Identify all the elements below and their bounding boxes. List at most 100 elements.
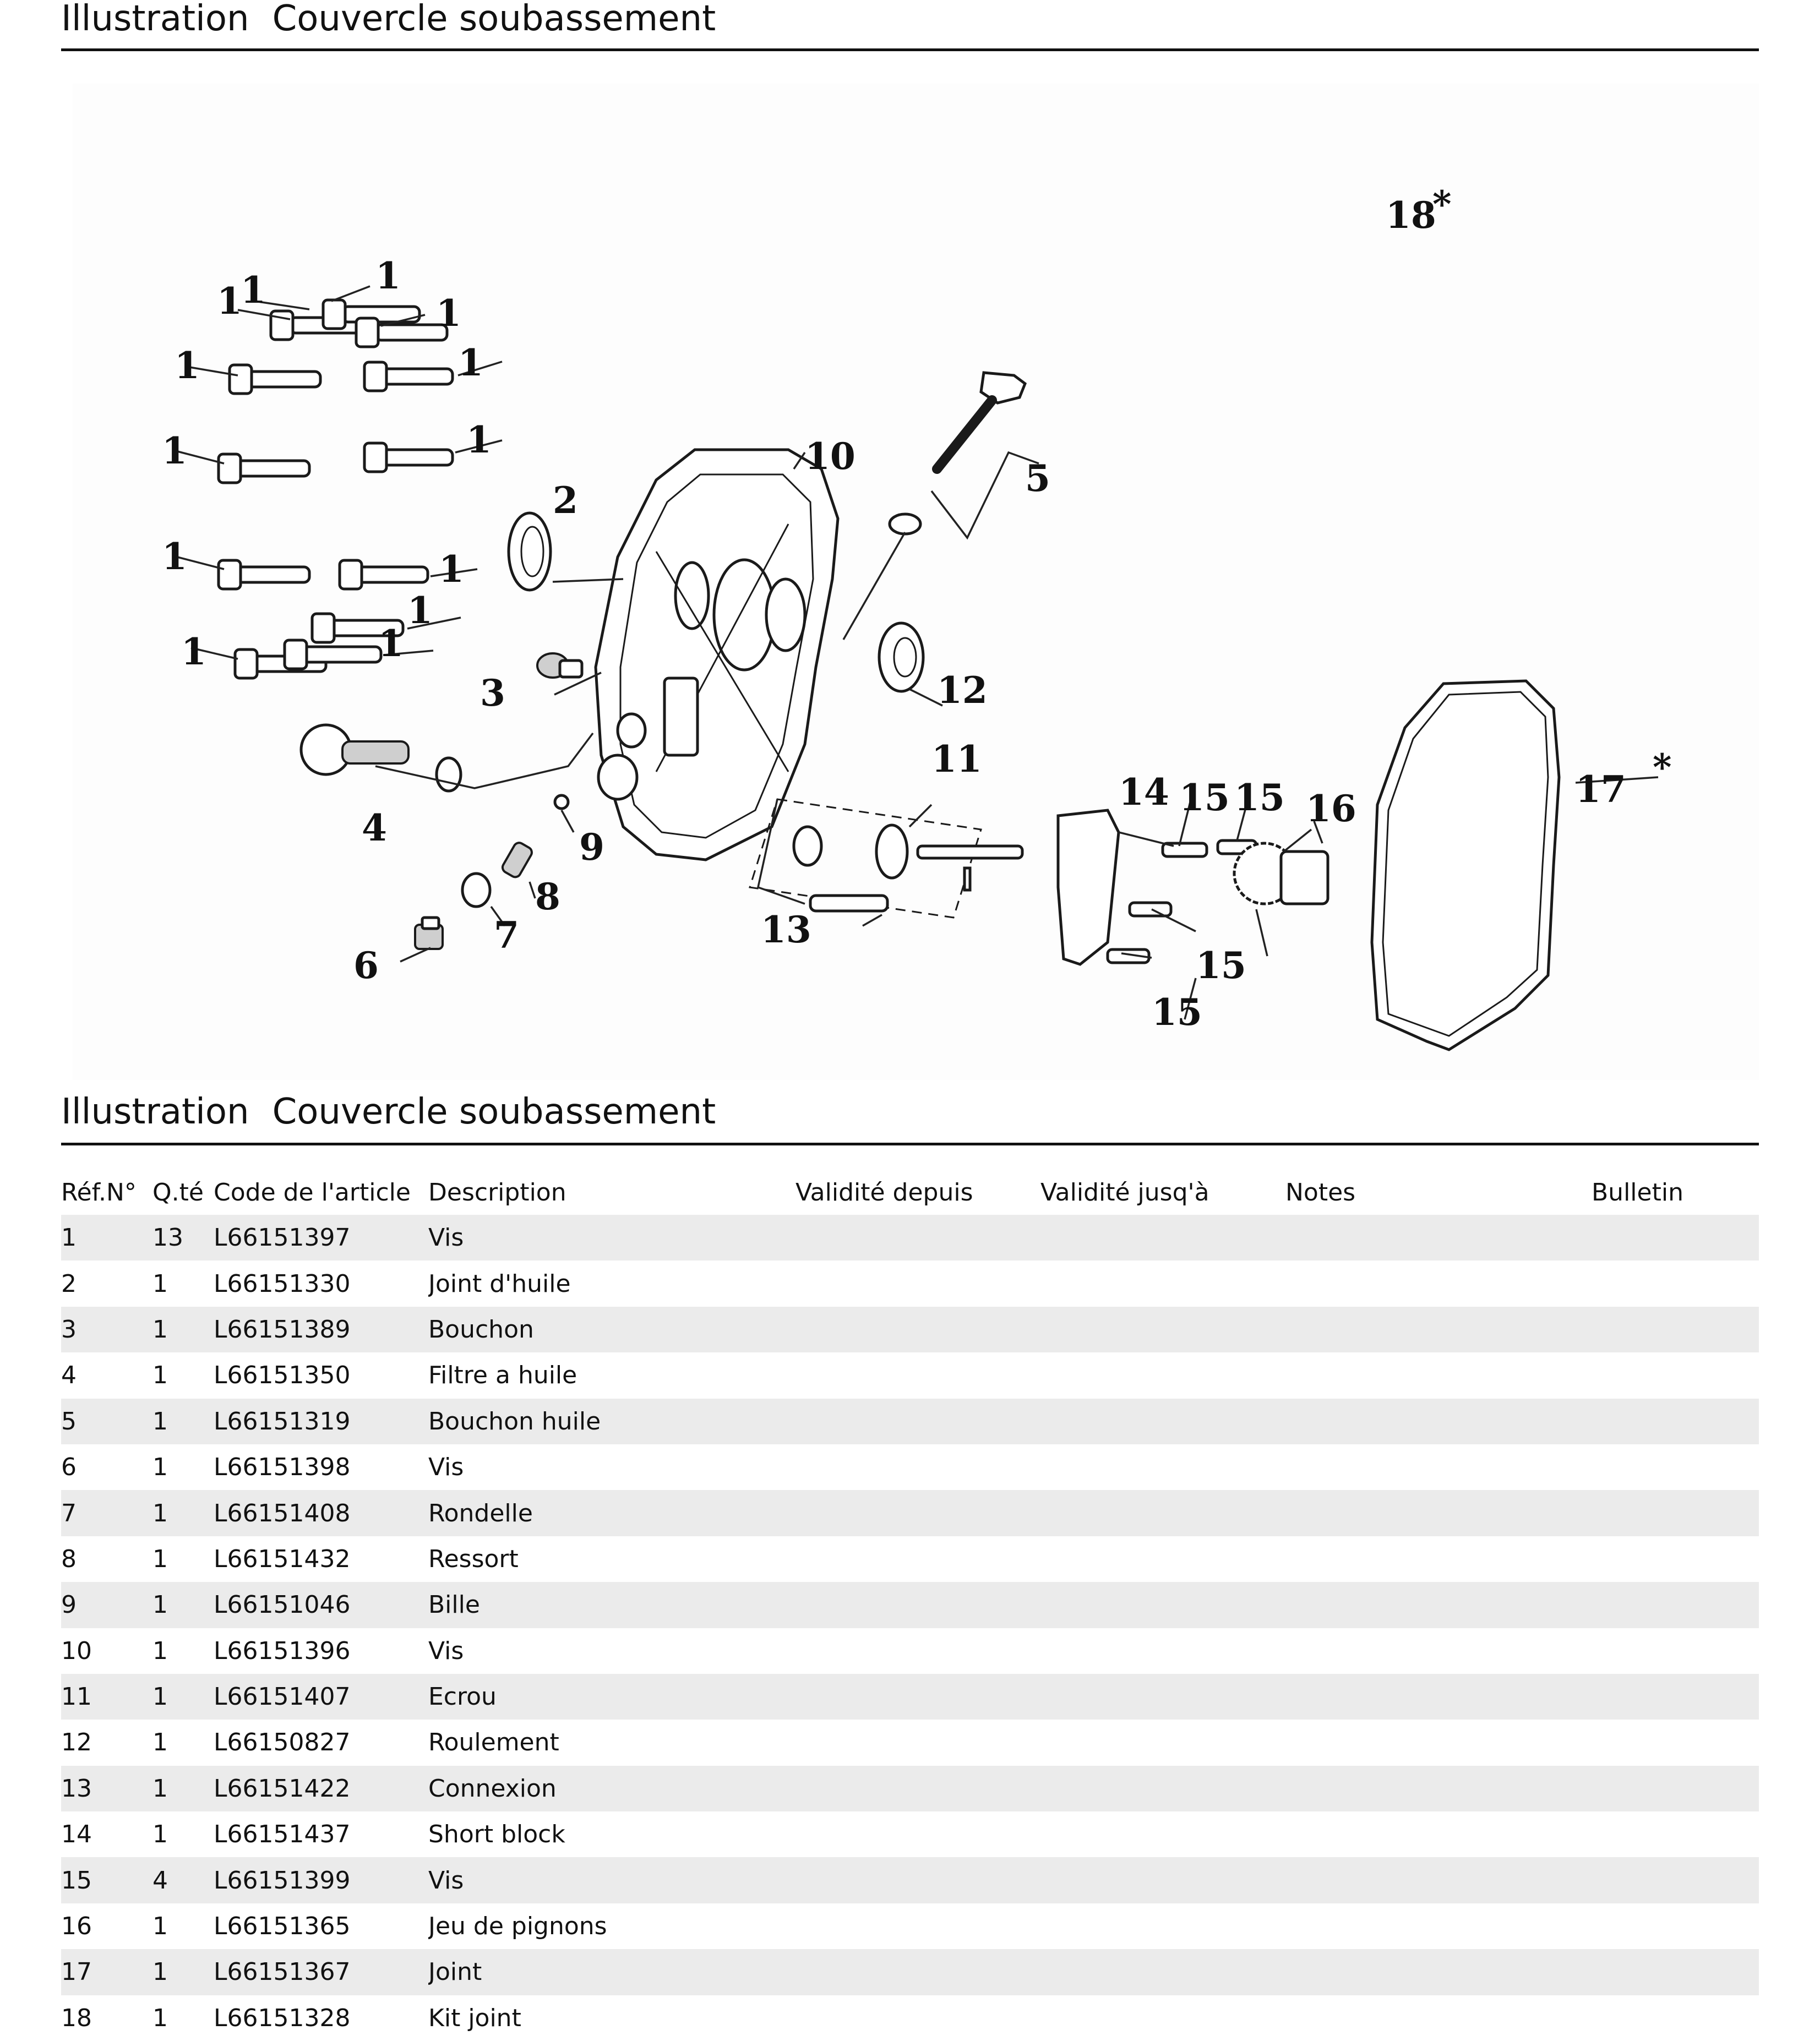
cell-ref: 4 [61,1361,77,1390]
cell-code: L66150827 [214,1728,351,1757]
col-valid-to: Validité jusq'à [1040,1178,1209,1207]
cell-qty: 1 [152,1949,214,1995]
callout-11: 11 [931,738,982,781]
callout-1: 1 [407,589,433,632]
bearing-12 [878,621,925,693]
cell-qty: 1 [152,1765,214,1812]
cell-code: L66151422 [214,1765,428,1812]
cell-description: Rondelle [428,1490,795,1536]
callout-1: 1 [217,280,242,323]
callout-2: 2 [553,479,578,522]
col-description: Description [428,1178,566,1207]
cell-code: L66151437 [214,1820,351,1849]
cell-description: Kit joint [428,2004,521,2032]
cell-code: L66151396 [214,1636,351,1665]
cell-qty: 1 [152,1398,214,1444]
cell-ref: 18 [61,2004,92,2032]
spring-8 [501,842,533,878]
callout-1: 1 [181,630,206,673]
cell-qty: 1 [152,1453,168,1482]
callout-9: 9 [579,826,604,869]
cell-code: L66151319 [214,1398,428,1444]
cell-qty: 1 [152,1820,168,1849]
callout-1: 1 [466,418,492,461]
callout-17-asterisk: * [1653,746,1672,789]
callout-16: 16 [1306,787,1356,830]
cell-description: Connexion [428,1765,795,1812]
callout-17: 17 [1576,768,1626,811]
cell-description: Joint d'huile [428,1269,571,1298]
cell-code: L66151389 [214,1306,428,1353]
cell-description: Roulement [428,1728,559,1757]
cell-description: Bille [428,1582,795,1628]
heading-title: Couvercle soubassement [272,1092,716,1132]
col-bulletin: Bulletin [1592,1178,1683,1207]
parts-table: Réf.N° Q.té Code de l'article Descriptio… [61,1170,1759,2041]
cell-ref: 5 [61,1398,152,1444]
callout-15: 15 [1234,776,1285,819]
cell-description: Bouchon huile [428,1398,795,1444]
short-block-14 [1056,809,1120,966]
callout-1: 1 [458,341,483,384]
governor-assembly-11 [749,798,1024,919]
cell-description: Ressort [428,1545,519,1573]
gasket-17 [1370,679,1561,1051]
cell-qty: 1 [152,1912,168,1941]
cell-description: Vis [428,1857,795,1903]
heading-label: Illustration [61,1092,249,1132]
connection-13 [809,894,889,913]
callout-15: 15 [1152,991,1202,1034]
cell-ref: 6 [61,1453,77,1482]
cell-qty: 1 [152,1545,168,1573]
screw-set-1 [217,298,454,680]
cell-ref: 1 [61,1215,152,1261]
col-qty: Q.té [152,1178,204,1207]
callout-1: 1 [375,254,401,297]
cell-code: L66151367 [214,1949,428,1995]
callout-18: 18 [1386,194,1436,237]
col-ref: Réf.N° [61,1178,137,1207]
cell-qty: 13 [152,1215,214,1261]
cell-qty: 1 [152,1728,168,1757]
cell-code: L66151432 [214,1545,351,1573]
cell-qty: 1 [152,1306,214,1353]
gear-set-16 [1233,842,1329,905]
callout-6: 6 [353,944,379,987]
cell-ref: 11 [61,1673,152,1720]
callout-3: 3 [480,672,505,714]
cell-ref: 7 [61,1490,152,1536]
table-header-row: Réf.N° Q.té Code de l'article Descriptio… [61,1170,1759,1215]
cell-code: L66151350 [214,1361,351,1390]
callout-15: 15 [1179,776,1230,819]
heading-label: Illustration [61,0,249,39]
callout-4: 4 [362,806,387,849]
callout-1: 1 [162,429,187,472]
callout-18-asterisk: * [1432,183,1452,226]
cell-code: L66151399 [214,1857,428,1903]
oil-seal-2 [507,511,552,592]
dipstick-5 [888,371,1027,536]
callout-1: 1 [175,344,200,387]
exploded-parts-diagram: 1 1 1 1 1 1 1 1 1 1 1 1 1 2 3 4 5 6 7 8 … [73,84,1759,1080]
cell-description: Vis [428,1215,795,1261]
cell-qty: 1 [152,1582,214,1628]
cell-description: Vis [428,1453,464,1482]
cell-description: Vis [428,1636,464,1665]
cell-code: L66151046 [214,1582,428,1628]
col-notes: Notes [1285,1178,1356,1207]
callout-12: 12 [937,669,988,712]
